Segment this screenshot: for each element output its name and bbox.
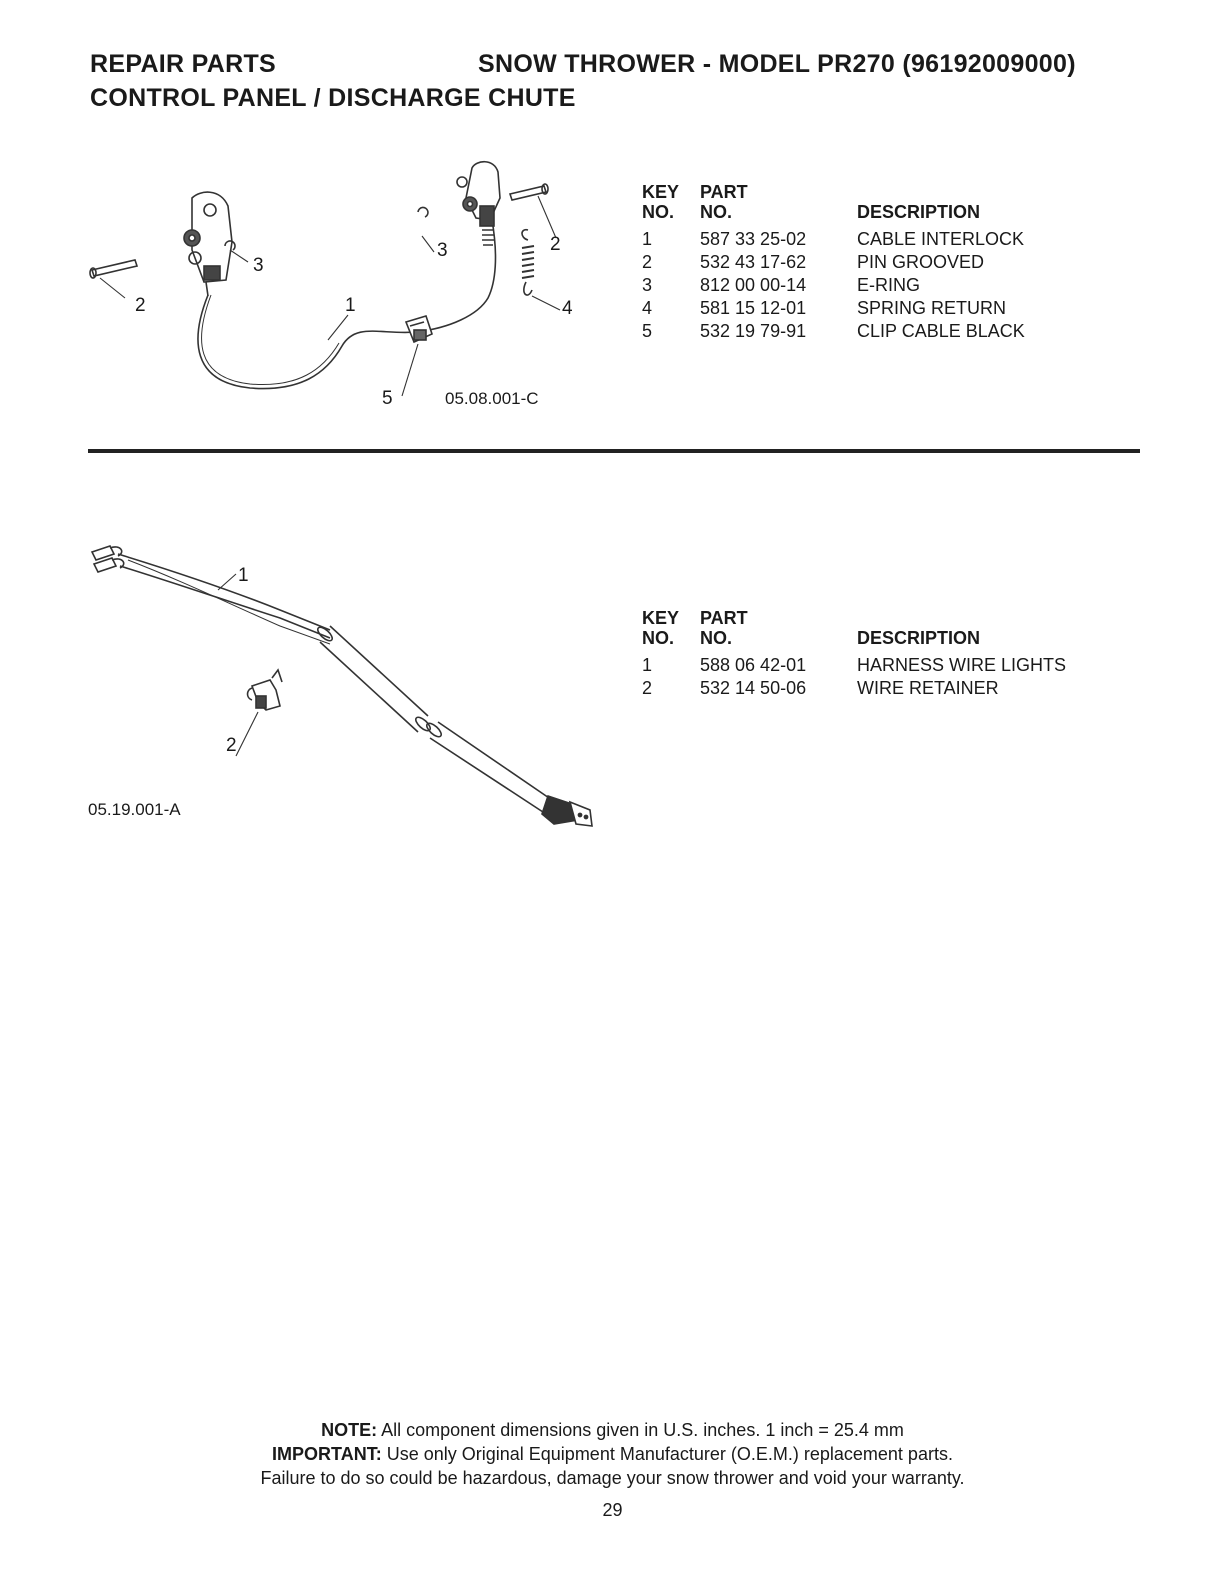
harness-sleeve-drawing	[316, 625, 432, 733]
footer-notes: NOTE: All component dimensions given in …	[0, 1418, 1225, 1490]
callout-2-retainer: 2	[226, 735, 237, 756]
header-model-title: SNOW THROWER - MODEL PR270 (96192009000)	[478, 50, 1076, 78]
callout-5-clip: 5	[382, 388, 393, 409]
callout-4-spring: 4	[562, 298, 573, 319]
header-left-title: REPAIR PARTS	[90, 50, 277, 78]
harness-terminals-drawing	[90, 545, 125, 573]
wire-retainer-drawing	[246, 668, 283, 711]
callout-1-cable: 1	[345, 295, 356, 316]
pin-left-drawing	[89, 259, 139, 279]
leader-lines-2	[217, 573, 259, 757]
harness-connector-drawing	[541, 794, 593, 827]
important-line: IMPORTANT: Use only Original Equipment M…	[272, 1444, 953, 1464]
callout-3-right-ering: 3	[437, 240, 448, 261]
right-lever-drawing	[456, 160, 501, 246]
figure-code-2: 05.19.001-A	[88, 800, 181, 819]
callout-1-harness: 1	[238, 565, 249, 586]
leader-lines	[99, 195, 561, 397]
note-line: NOTE: All component dimensions given in …	[321, 1420, 904, 1440]
callout-3-left-ering: 3	[253, 255, 264, 276]
left-bracket-drawing	[183, 191, 233, 297]
cable-clip-drawing	[404, 315, 433, 344]
harness-wire-drawing	[117, 553, 331, 631]
pin-right-drawing	[508, 183, 549, 201]
cable-interlock-diagram	[89, 160, 561, 397]
e-ring-left-drawing	[224, 240, 236, 251]
wire-harness-diagram	[90, 545, 593, 827]
return-spring-drawing	[521, 228, 535, 296]
cable-drawing	[197, 219, 497, 390]
e-ring-right-drawing	[417, 206, 429, 218]
section-subtitle: CONTROL PANEL / DISCHARGE CHUTE	[90, 84, 576, 112]
callout-2-left-pin: 2	[135, 295, 146, 316]
section-divider	[88, 449, 1140, 453]
figure-code-1: 05.08.001-C	[445, 389, 539, 408]
warning-line: Failure to do so could be hazardous, dam…	[260, 1468, 965, 1488]
callout-2-right-pin: 2	[550, 234, 561, 255]
page-number: 29	[602, 1500, 623, 1520]
